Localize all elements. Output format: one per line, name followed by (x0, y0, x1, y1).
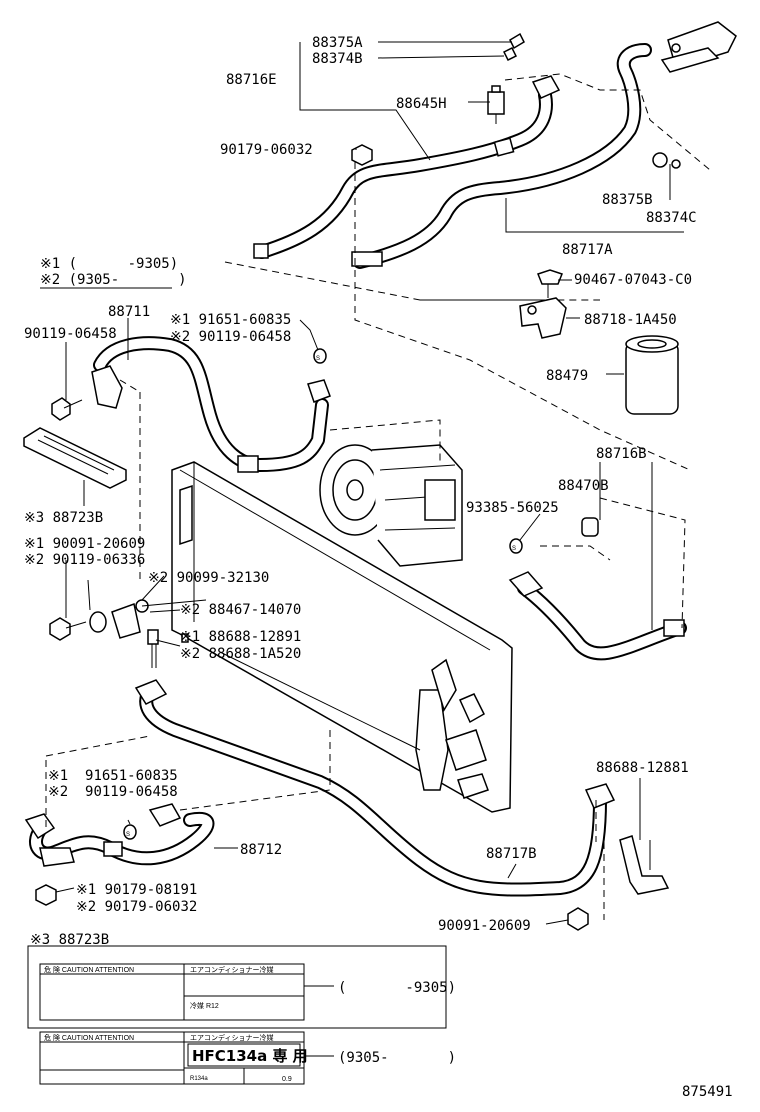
part-label: 88718-1A450 (584, 312, 677, 328)
oring-93385: S (509, 538, 523, 554)
figure-number: 875491 (682, 1084, 733, 1100)
cushion-90099 (89, 611, 107, 633)
hose-88712 (24, 803, 215, 867)
legend-row-1: ※1 ( -9305) (40, 256, 178, 272)
part-label: 90179-06032 (220, 142, 313, 158)
refrigerant-label: HFC134a 専 用 (192, 1047, 308, 1065)
part-label: ※3 88723B (30, 932, 109, 948)
part-label: 88717B (486, 846, 537, 862)
part-label: 88688-12881 (596, 760, 689, 776)
caution-label-1: 危 険 CAUTION ATTENTION エアコンディショナー冷媒 冷媒 R1… (27, 945, 447, 1029)
caution-range-2: (9305- ) (338, 1050, 456, 1066)
refrigerant-cell-2: 0.9 (282, 1076, 292, 1083)
connector-top-right (660, 21, 737, 73)
oring-88711: S (313, 348, 327, 364)
oring-88712: S (123, 824, 137, 840)
part-label: ※2 90179-06032 (76, 899, 197, 915)
pipe-88717B (134, 679, 616, 897)
condenser (171, 461, 513, 813)
caution-side-title-1: エアコンディショナー冷媒 (190, 965, 274, 974)
svg-text:S: S (126, 832, 130, 838)
valve-88470B (581, 517, 599, 537)
caution-header-2: 危 険 CAUTION ATTENTION (44, 1033, 134, 1042)
compressor (319, 444, 463, 567)
valve-88375A-88374B (502, 32, 525, 62)
refrigerant-cell-1: R134a (190, 1076, 208, 1082)
part-label: ※2 88467-14070 (180, 602, 301, 618)
part-label: 88375A (312, 35, 363, 51)
part-label: 88375B (602, 192, 653, 208)
bolt-90467 (537, 269, 563, 298)
part-label: ※1 91651-60835 (170, 312, 291, 328)
part-label: ※1 88688-12891 (180, 629, 301, 645)
part-label: 93385-56025 (466, 500, 559, 516)
caution-range-1: ( -9305) (338, 980, 456, 996)
bolt-88688 (147, 629, 189, 668)
part-label: ※1 91651-60835 (48, 768, 178, 784)
caution-side-title-2: エアコンディショナー冷媒 (190, 1033, 274, 1042)
switch-88645H (487, 85, 505, 124)
part-label: 88470B (558, 478, 609, 494)
part-label: ※3 88723B (24, 510, 103, 526)
bracket-88688-12881 (619, 835, 670, 895)
part-label: 88479 (546, 368, 588, 384)
nut-90179-08191 (35, 884, 57, 906)
part-label: 88712 (240, 842, 282, 858)
part-label: ※2 90119-06458 (170, 329, 291, 345)
hose-88716E (253, 75, 561, 259)
part-label: 88374C (646, 210, 697, 226)
part-label: 90119-06458 (24, 326, 117, 342)
part-label: ※2 90119-06458 (48, 784, 178, 800)
leader-lines (55, 41, 684, 1057)
bracket-88718 (519, 297, 567, 339)
bracket-88467 (111, 599, 149, 639)
caution-header-1: 危 険 CAUTION ATTENTION (44, 965, 134, 974)
part-label: 88716E (226, 72, 277, 88)
hose-88716B (508, 571, 687, 661)
part-label: ※2 88688-1A520 (180, 646, 301, 662)
bolt-90119-06458-left (51, 397, 83, 421)
hose-88711 (91, 336, 331, 473)
part-label: ※1 90179-08191 (76, 882, 197, 898)
bolt-90091-20609-left (49, 617, 87, 641)
label-88723B-drawing (23, 427, 127, 489)
bolt-90091-20609-right (567, 907, 589, 931)
receiver-88479 (625, 335, 679, 415)
legend-row-2: ※2 (9305- ) (40, 272, 187, 288)
part-label: ※2 90119-06336 (24, 552, 145, 568)
nut-90179-06032 (351, 144, 373, 166)
part-label: 88711 (108, 304, 150, 320)
part-label: 88645H (396, 96, 447, 112)
part-label: 88716B (596, 446, 647, 462)
part-label: ※2 90099-32130 (148, 570, 269, 586)
part-label: 88717A (562, 242, 613, 258)
caution-label-2: 危 険 CAUTION ATTENTION エアコンディショナー冷媒 HFC13… (39, 1031, 308, 1085)
part-label: 88374B (312, 51, 363, 67)
cap-88375B (652, 152, 681, 169)
part-label: ※1 90091-20609 (24, 536, 145, 552)
part-label: 90091-20609 (438, 918, 531, 934)
svg-text:S: S (316, 356, 320, 362)
hose-88717A (351, 43, 652, 269)
svg-text:S: S (512, 546, 516, 552)
caution-side-code-1: 冷媒 R12 (190, 1001, 219, 1010)
part-label: 90467-07043-C0 (574, 272, 692, 288)
